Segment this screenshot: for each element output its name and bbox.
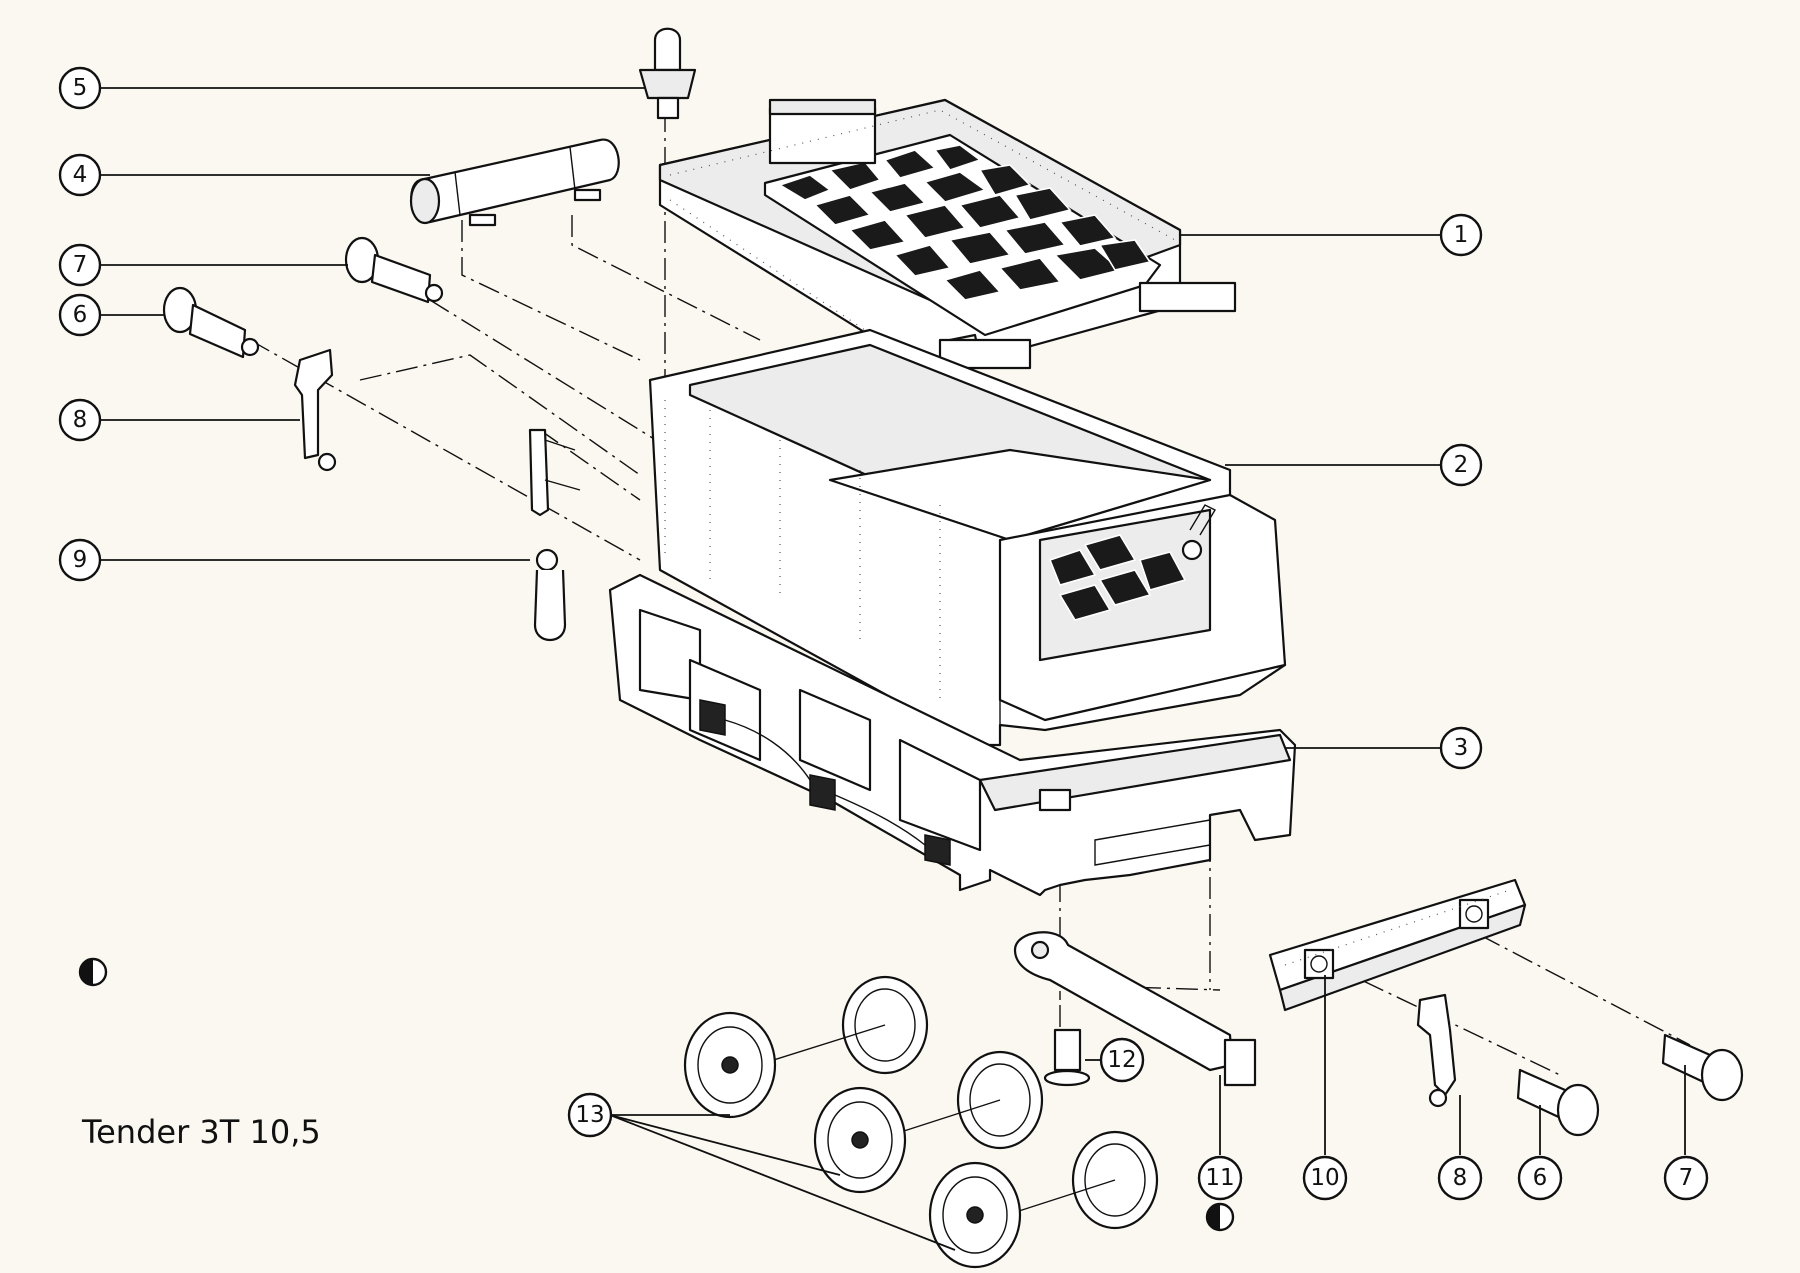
- coal-in-bunker: [1048, 534, 1187, 621]
- callout-4: 4: [58, 153, 102, 197]
- wheelset-3: [928, 1130, 1159, 1269]
- callout-12-label: 12: [1107, 1047, 1136, 1073]
- callout-2: 2: [1439, 443, 1483, 487]
- wheelset-1: [683, 975, 929, 1119]
- callout-6-left: 6: [58, 293, 102, 337]
- wheelset-2: [813, 1050, 1044, 1194]
- callout-13-label: 13: [575, 1102, 604, 1128]
- callout-9: 9: [58, 538, 102, 582]
- callout-9-label: 9: [73, 547, 88, 573]
- callout-10: 10: [1302, 1155, 1348, 1201]
- reservoir-part-4: [409, 138, 620, 227]
- buffer-beam-part-10: [1268, 878, 1527, 1012]
- callouts: 5 4 7 6 8 9 1 2 3 12 13 11 10 8 6 7: [58, 66, 1709, 1201]
- callout-3-label: 3: [1454, 735, 1469, 761]
- callout-8-left: 8: [58, 398, 102, 442]
- callout-1: 1: [1439, 213, 1483, 257]
- callout-8-left-label: 8: [73, 407, 88, 433]
- callout-1-label: 1: [1454, 222, 1469, 248]
- callout-6-left-label: 6: [73, 302, 88, 328]
- callout-3: 3: [1439, 726, 1483, 770]
- coupling-part-8-right: [1416, 993, 1457, 1108]
- callout-13: 13: [567, 1092, 613, 1138]
- coupling-part-8-left: [293, 348, 337, 472]
- wheelset-part-13: [683, 975, 1159, 1269]
- callout-5-label: 5: [73, 75, 88, 101]
- callout-10-label: 10: [1310, 1165, 1339, 1191]
- callout-7-right: 7: [1663, 1155, 1709, 1201]
- callout-5: 5: [58, 66, 102, 110]
- diagram-title: Tender 3T 10,5: [81, 1113, 321, 1151]
- coal-top-part: [658, 98, 1237, 382]
- half-filled-circle-icon: [1205, 1202, 1235, 1232]
- callout-7-left: 7: [58, 243, 102, 287]
- buffer-part-7-right: [1661, 1033, 1744, 1102]
- callout-11: 11: [1197, 1155, 1243, 1201]
- callout-8-right: 8: [1437, 1155, 1483, 1201]
- leader-lines: [100, 87, 1686, 1251]
- callout-7-left-label: 7: [73, 252, 88, 278]
- coal-lumps: [778, 144, 1152, 301]
- callout-7-right-label: 7: [1679, 1165, 1694, 1191]
- callout-4-label: 4: [73, 162, 88, 188]
- chassis-part: [608, 573, 1297, 897]
- coupling-part-9: [528, 428, 581, 641]
- callout-6-right-label: 6: [1533, 1165, 1548, 1191]
- callout-8-right-label: 8: [1453, 1165, 1468, 1191]
- callout-12: 12: [1099, 1037, 1145, 1083]
- buffer-part-7-left: [344, 236, 444, 304]
- buffer-part-6-right: [1516, 1068, 1600, 1137]
- pin-part-12: [1043, 1028, 1091, 1087]
- callout-6-right: 6: [1517, 1155, 1563, 1201]
- callout-2-label: 2: [1454, 452, 1469, 478]
- lamp-part-5: [638, 27, 697, 120]
- bogie-bar-part-11: [1013, 931, 1257, 1087]
- callout-11-label: 11: [1205, 1165, 1234, 1191]
- buffer-part-6-left: [162, 286, 260, 359]
- half-filled-circle-icon: [78, 957, 108, 987]
